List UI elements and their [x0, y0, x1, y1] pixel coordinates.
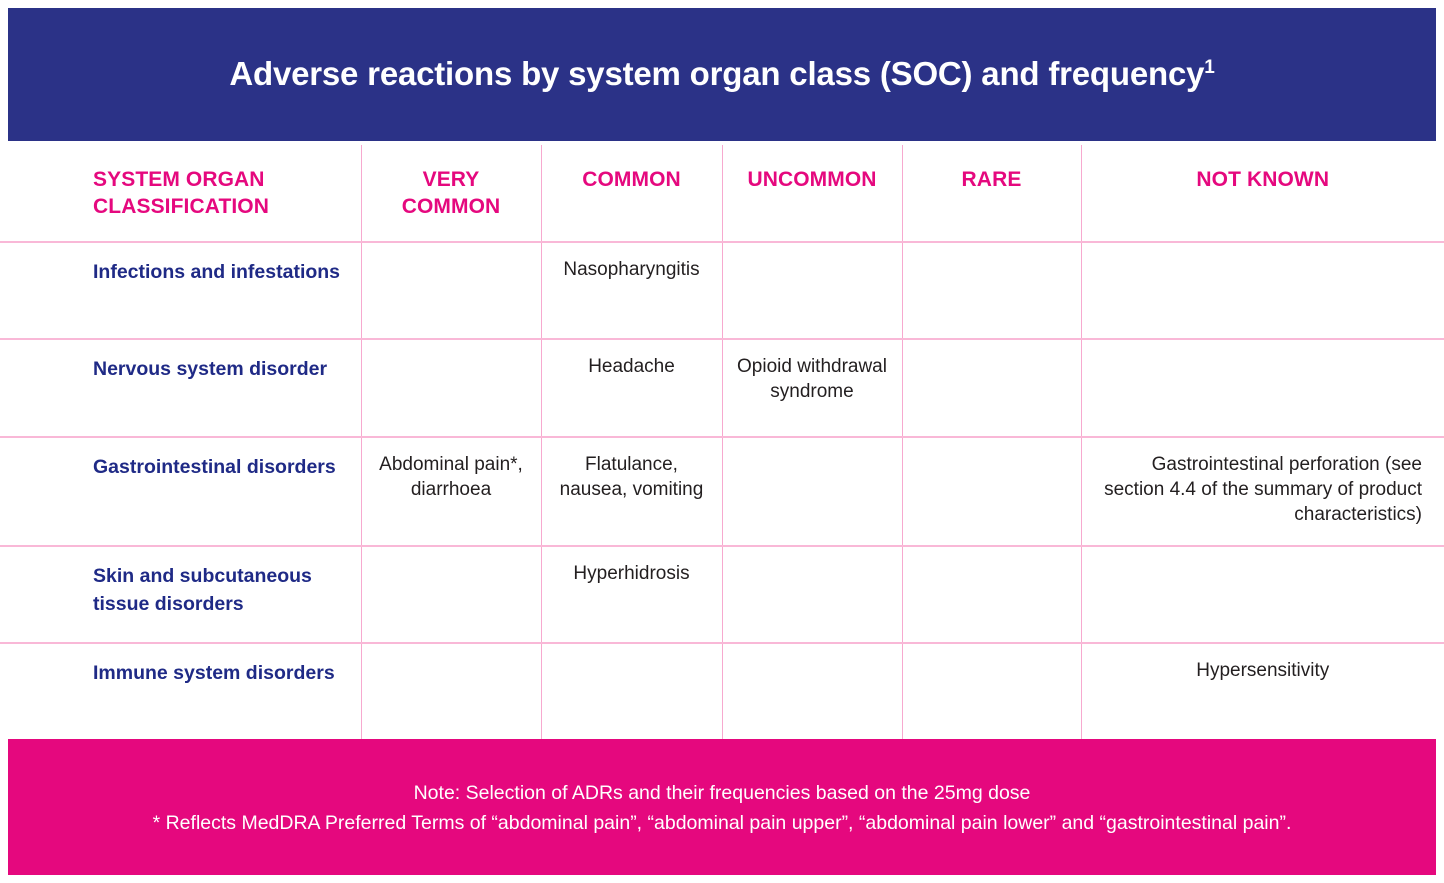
footer-note-banner: Note: Selection of ADRs and their freque…: [8, 739, 1436, 875]
cell-uncommon-text: [723, 438, 902, 452]
cell-not-known-text: [1082, 547, 1444, 561]
cell-very-common-text: [362, 243, 541, 257]
cell-rare-text: [903, 438, 1081, 452]
cell-very-common-text: [362, 644, 541, 658]
column-header-common-label: COMMON: [582, 168, 681, 191]
cell-very-common: [360, 546, 542, 644]
table-row: Immune system disorders Hy: [0, 643, 1444, 739]
cell-common: Hyperhidrosis: [540, 546, 723, 644]
cell-uncommon-text: [723, 243, 902, 257]
cell-uncommon: Opioid withdrawal syndrome: [721, 339, 903, 438]
cell-rare-text: [903, 243, 1081, 257]
cell-common-text: [542, 644, 722, 658]
cell-soc-text: Gastrointestinal disorders: [93, 456, 336, 478]
cell-not-known-text: [1082, 243, 1444, 257]
cell-rare: [901, 242, 1082, 340]
table-header-row: SYSTEM ORGAN CLASSIFICATION VERY COMMON …: [0, 145, 1444, 243]
table-row: Infections and infestations Nasopharyngi…: [0, 242, 1444, 340]
column-header-uncommon: UNCOMMON: [721, 145, 903, 243]
cell-rare: [901, 339, 1082, 438]
column-header-uncommon-label: UNCOMMON: [747, 168, 877, 191]
cell-very-common: [360, 339, 542, 438]
cell-not-known: [1080, 339, 1444, 438]
cell-uncommon: [721, 242, 903, 340]
footer-note-line-2: * Reflects MedDRA Preferred Terms of “ab…: [152, 811, 1292, 834]
cell-uncommon: [721, 546, 903, 644]
footer-note-line-1: Note: Selection of ADRs and their freque…: [413, 782, 1031, 804]
cell-common: Flatulance, nausea, vomiting: [540, 437, 723, 547]
cell-common-text: Nasopharyngitis: [563, 259, 700, 280]
cell-not-known: [1080, 546, 1444, 644]
cell-soc-text: Nervous system disorder: [93, 358, 328, 380]
cell-not-known-text: [1082, 340, 1444, 354]
cell-very-common: Abdominal pain*, diarrhoea: [360, 437, 542, 547]
cell-soc: Skin and subcutaneous tissue disorders: [0, 546, 362, 644]
cell-not-known-text: Gastrointestinal perforation (see sectio…: [1104, 454, 1422, 526]
column-header-not-known: NOT KNOWN: [1080, 145, 1444, 243]
cell-uncommon-text: [723, 644, 902, 658]
cell-common: [540, 643, 723, 739]
cell-very-common-text: Abdominal pain*, diarrhoea: [379, 454, 523, 501]
cell-very-common-text: [362, 340, 541, 354]
cell-not-known: Hypersensitivity: [1080, 643, 1444, 739]
cell-soc-text: Infections and infestations: [93, 261, 341, 283]
adverse-reactions-table: SYSTEM ORGAN CLASSIFICATION VERY COMMON …: [0, 145, 1444, 739]
cell-soc-text: Skin and subcutaneous tissue disorders: [93, 565, 312, 616]
title-banner: Adverse reactions by system organ class …: [8, 8, 1436, 141]
cell-common-text: Flatulance, nausea, vomiting: [559, 454, 704, 501]
cell-soc: Immune system disorders: [0, 643, 362, 739]
table-row: Gastrointestinal disorders Abdominal pai…: [0, 437, 1444, 547]
cell-common: Headache: [540, 339, 723, 438]
adverse-reactions-table-container: SYSTEM ORGAN CLASSIFICATION VERY COMMON …: [0, 145, 1444, 739]
cell-rare: [901, 546, 1082, 644]
column-header-soc-label: SYSTEM ORGAN CLASSIFICATION: [93, 168, 270, 218]
cell-uncommon: [721, 437, 903, 547]
cell-soc: Nervous system disorder: [0, 339, 362, 438]
column-header-very-common: VERY COMMON: [360, 145, 542, 243]
cell-common: Nasopharyngitis: [540, 242, 723, 340]
cell-very-common-text: [362, 547, 541, 561]
page-title-superscript: 1: [1204, 57, 1215, 79]
cell-rare-text: [903, 547, 1081, 561]
cell-not-known: Gastrointestinal perforation (see sectio…: [1080, 437, 1444, 547]
column-header-rare: RARE: [901, 145, 1082, 243]
page-title-text: Adverse reactions by system organ class …: [229, 55, 1205, 93]
cell-rare: [901, 437, 1082, 547]
cell-soc-text: Immune system disorders: [93, 662, 335, 684]
table-row: Skin and subcutaneous tissue disorders H…: [0, 546, 1444, 644]
column-header-not-known-label: NOT KNOWN: [1196, 168, 1330, 191]
page-title: Adverse reactions by system organ class …: [229, 56, 1214, 92]
table-body: Infections and infestations Nasopharyngi…: [0, 242, 1444, 739]
table-header: SYSTEM ORGAN CLASSIFICATION VERY COMMON …: [0, 145, 1444, 243]
column-header-soc: SYSTEM ORGAN CLASSIFICATION: [0, 145, 362, 243]
cell-not-known: [1080, 242, 1444, 340]
cell-uncommon-text: Opioid withdrawal syndrome: [737, 356, 887, 403]
cell-uncommon: [721, 643, 903, 739]
cell-rare: [901, 643, 1082, 739]
column-header-common: COMMON: [540, 145, 723, 243]
column-header-very-common-label: VERY COMMON: [401, 168, 501, 218]
cell-common-text: Hyperhidrosis: [573, 563, 690, 584]
cell-common-text: Headache: [588, 356, 675, 377]
cell-soc: Gastrointestinal disorders: [0, 437, 362, 547]
column-header-rare-label: RARE: [961, 168, 1022, 191]
cell-not-known-text: Hypersensitivity: [1196, 660, 1330, 681]
cell-very-common: [360, 643, 542, 739]
cell-uncommon-text: [723, 547, 902, 561]
table-row: Nervous system disorder Headache Opioid …: [0, 339, 1444, 438]
cell-rare-text: [903, 340, 1081, 354]
cell-rare-text: [903, 644, 1081, 658]
cell-soc: Infections and infestations: [0, 242, 362, 340]
cell-very-common: [360, 242, 542, 340]
